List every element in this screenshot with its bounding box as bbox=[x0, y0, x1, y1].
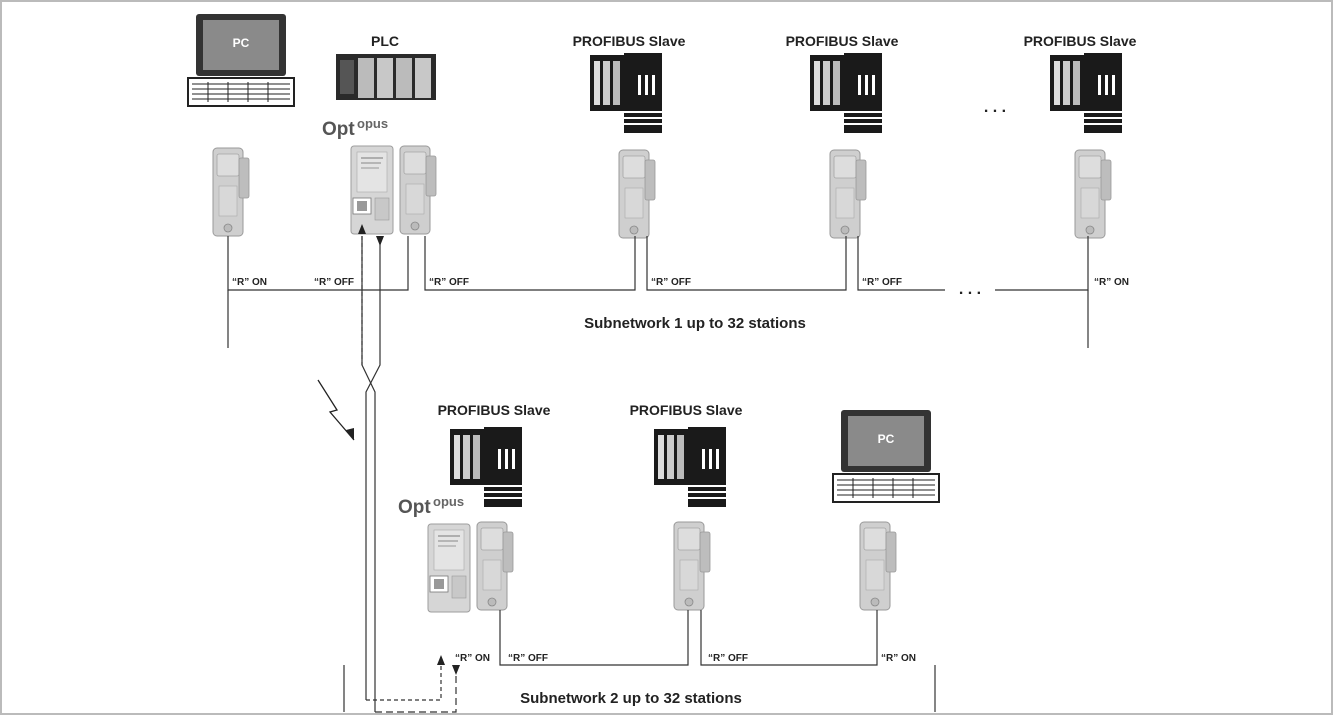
optopus-module-top bbox=[350, 145, 394, 235]
connector-pc-top bbox=[212, 147, 250, 237]
pc-top-label: PC bbox=[233, 36, 250, 50]
slave-2-label: PROFIBUS Slave bbox=[786, 33, 899, 49]
slave-3: PROFIBUS Slave bbox=[1024, 33, 1137, 133]
fiber-optic-link bbox=[361, 236, 457, 713]
connector-slave-1 bbox=[618, 149, 656, 239]
slave-4-label: PROFIBUS Slave bbox=[438, 402, 551, 418]
connector-pc-bottom bbox=[859, 521, 897, 611]
subnetwork-2-label: Subnetwork 2 up to 32 stations bbox=[520, 690, 742, 707]
pc-bottom: PC bbox=[832, 409, 940, 503]
ellipsis-bus: . . . bbox=[959, 281, 981, 298]
r-label-optopus-bottom: “R” ON bbox=[455, 653, 490, 664]
bus-subnetwork-1 bbox=[227, 236, 1089, 348]
slave-5-label: PROFIBUS Slave bbox=[630, 402, 743, 418]
slave-5: PROFIBUS Slave bbox=[630, 402, 743, 507]
connector-slave-3 bbox=[1074, 149, 1112, 239]
r-label-pc-bottom: “R” ON bbox=[881, 653, 916, 664]
r-label-pc-top: “R” ON bbox=[232, 277, 267, 288]
optopus-top-sup: opus bbox=[357, 116, 388, 131]
connector-plc bbox=[399, 145, 437, 235]
bus-subnetwork-2 bbox=[343, 610, 936, 712]
lightning-icon bbox=[317, 379, 355, 441]
subnetwork-1-label: Subnetwork 1 up to 32 stations bbox=[584, 315, 806, 332]
r-label-slave-1: “R” OFF bbox=[651, 277, 691, 288]
r-label-slave-4: “R” OFF bbox=[508, 653, 548, 664]
optopus-module-bottom bbox=[427, 523, 471, 613]
fiber-arrows bbox=[358, 224, 460, 675]
optopus-bottom-main: Opt bbox=[398, 497, 431, 518]
r-label-optopus-top: “R” OFF bbox=[314, 277, 354, 288]
connector-slave-2 bbox=[829, 149, 867, 239]
slave-2: PROFIBUS Slave bbox=[786, 33, 899, 133]
r-label-slave-3: “R” ON bbox=[1094, 277, 1129, 288]
slave-3-label: PROFIBUS Slave bbox=[1024, 33, 1137, 49]
r-label-slave-2: “R” OFF bbox=[862, 277, 902, 288]
slave-1: PROFIBUS Slave bbox=[573, 33, 686, 133]
optopus-bottom-brand: Opt opus bbox=[398, 494, 464, 518]
plc-label: PLC bbox=[371, 33, 399, 49]
pc-top: PC bbox=[187, 13, 295, 107]
optopus-bottom-sup: opus bbox=[433, 494, 464, 509]
r-label-slave-5: “R” OFF bbox=[708, 653, 748, 664]
pc-bottom-label: PC bbox=[878, 432, 895, 446]
ellipsis-top: . . . bbox=[984, 99, 1006, 116]
connector-slave-4 bbox=[476, 521, 514, 611]
r-label-plc: “R” OFF bbox=[429, 277, 469, 288]
optopus-top-main: Opt bbox=[322, 119, 355, 140]
slave-1-label: PROFIBUS Slave bbox=[573, 33, 686, 49]
connector-slave-5 bbox=[673, 521, 711, 611]
slave-4: PROFIBUS Slave bbox=[438, 402, 551, 507]
optopus-top-brand: Opt opus bbox=[322, 116, 388, 140]
plc: PLC bbox=[336, 33, 436, 100]
